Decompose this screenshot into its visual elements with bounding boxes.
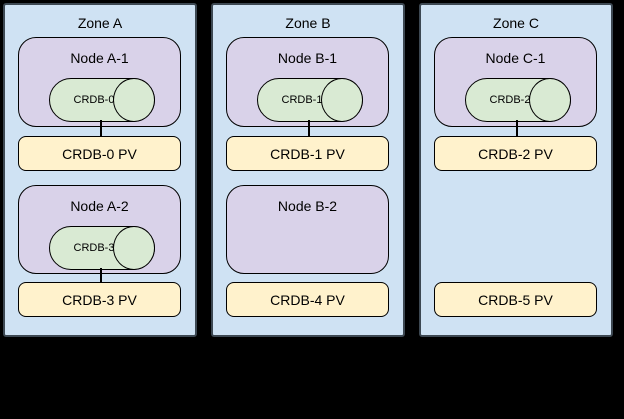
zone-b: Zone B Node B-1 CRDB-1 CRDB-1 PV Node B-… xyxy=(211,3,405,337)
crdb-1-pv-box: CRDB-1 PV xyxy=(226,136,389,171)
node-b1: Node B-1 CRDB-1 xyxy=(226,37,389,127)
node-a1: Node A-1 CRDB-0 xyxy=(18,37,181,127)
cylinder-cap-ellipse xyxy=(113,226,155,270)
crdb-4-pv-label: CRDB-4 PV xyxy=(270,291,345,308)
zone-a-title: Zone A xyxy=(77,15,123,31)
node-b2: Node B-2 xyxy=(226,185,389,274)
crdb-3-cylinder: CRDB-3 xyxy=(49,226,155,270)
node-c1: Node C-1 CRDB-2 xyxy=(434,37,597,127)
node-a2-title: Node A-2 xyxy=(70,198,129,214)
node-b2-title: Node B-2 xyxy=(277,198,338,214)
cylinder-cap-ellipse xyxy=(321,78,363,122)
cylinder-cap-ellipse xyxy=(113,78,155,122)
crdb-1-cylinder: CRDB-1 xyxy=(257,78,363,122)
node-a2: Node A-2 CRDB-3 xyxy=(18,185,181,274)
node-a1-title: Node A-1 xyxy=(70,50,129,66)
zone-c-title: Zone C xyxy=(493,15,539,31)
node-c1-title: Node C-1 xyxy=(485,50,546,66)
zone-b-title: Zone B xyxy=(285,15,331,31)
crdb-2-pv-label: CRDB-2 PV xyxy=(478,145,553,162)
crdb-0-pv-box: CRDB-0 PV xyxy=(18,136,181,171)
crdb-2-cylinder: CRDB-2 xyxy=(465,78,571,122)
crdb-2-label: CRDB-2 xyxy=(489,94,531,106)
crdb-3-pv-label: CRDB-3 PV xyxy=(62,291,137,308)
crdb-0-label: CRDB-0 xyxy=(73,94,115,106)
node-b1-title: Node B-1 xyxy=(277,50,338,66)
crdb-5-pv-box: CRDB-5 PV xyxy=(434,282,597,317)
crdb-2-pv-box: CRDB-2 PV xyxy=(434,136,597,171)
cylinder-cap-ellipse xyxy=(529,78,571,122)
zone-a: Zone A Node A-1 CRDB-0 CRDB-0 PV Node A-… xyxy=(3,3,197,337)
crdb-3-label: CRDB-3 xyxy=(73,242,115,254)
crdb-0-cylinder: CRDB-0 xyxy=(49,78,155,122)
crdb-2-pv-connector-line xyxy=(516,120,518,138)
crdb-1-pv-connector-line xyxy=(308,120,310,138)
crdb-3-pv-connector-line xyxy=(100,268,102,284)
crdb-0-pv-label: CRDB-0 PV xyxy=(62,145,137,162)
crdb-5-pv-label: CRDB-5 PV xyxy=(478,291,553,308)
crdb-0-pv-connector-line xyxy=(100,120,102,138)
crdb-1-pv-label: CRDB-1 PV xyxy=(270,145,345,162)
crdb-1-label: CRDB-1 xyxy=(281,94,323,106)
crdb-3-pv-box: CRDB-3 PV xyxy=(18,282,181,317)
zone-c: Zone C Node C-1 CRDB-2 CRDB-2 PV CRDB-5 … xyxy=(419,3,613,337)
crdb-4-pv-box: CRDB-4 PV xyxy=(226,282,389,317)
